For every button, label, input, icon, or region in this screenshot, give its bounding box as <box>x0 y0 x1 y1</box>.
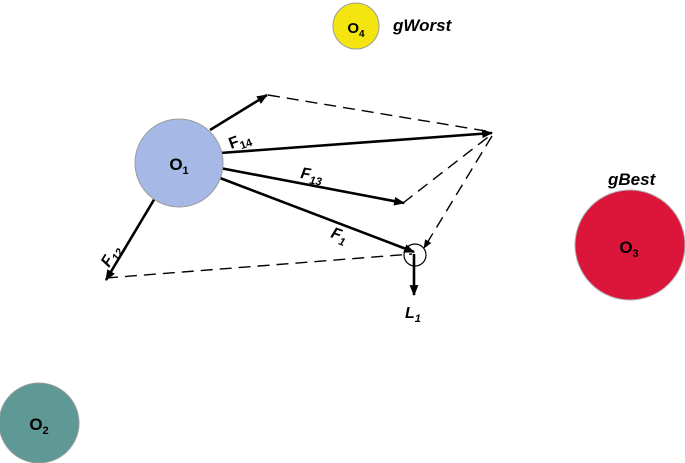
rotation-circle-icon <box>403 243 427 267</box>
arrow-f14 <box>209 93 268 132</box>
label-f13: F13 <box>299 165 324 188</box>
node-o3-label: O3 <box>619 238 638 260</box>
arrow-f13 <box>219 166 406 206</box>
arrow-resultant <box>219 129 494 155</box>
dashed-line-f13-to-resultant <box>402 133 493 204</box>
dashed-line-f12-to-f1 <box>105 253 413 279</box>
arrow-f12 <box>104 197 157 281</box>
node-o1-label: O1 <box>169 155 188 177</box>
node-o4-label: O4 <box>347 20 365 40</box>
dashed-line-f14-to-resultant <box>267 94 493 133</box>
node-o1 <box>134 118 224 208</box>
arrow-f1 <box>219 176 416 254</box>
dashed-line-resultant-to-f1 <box>423 135 493 249</box>
label-l1: L1 <box>405 305 421 325</box>
node-o3 <box>574 189 685 301</box>
gworst-label: gWorst <box>392 16 453 35</box>
node-o2-label: O2 <box>29 415 48 437</box>
label-f12: F12 <box>98 242 127 271</box>
node-o2 <box>0 382 80 463</box>
label-f1: F1 <box>328 225 350 249</box>
gbest-label: gBest <box>607 170 657 189</box>
node-o4 <box>332 2 380 50</box>
